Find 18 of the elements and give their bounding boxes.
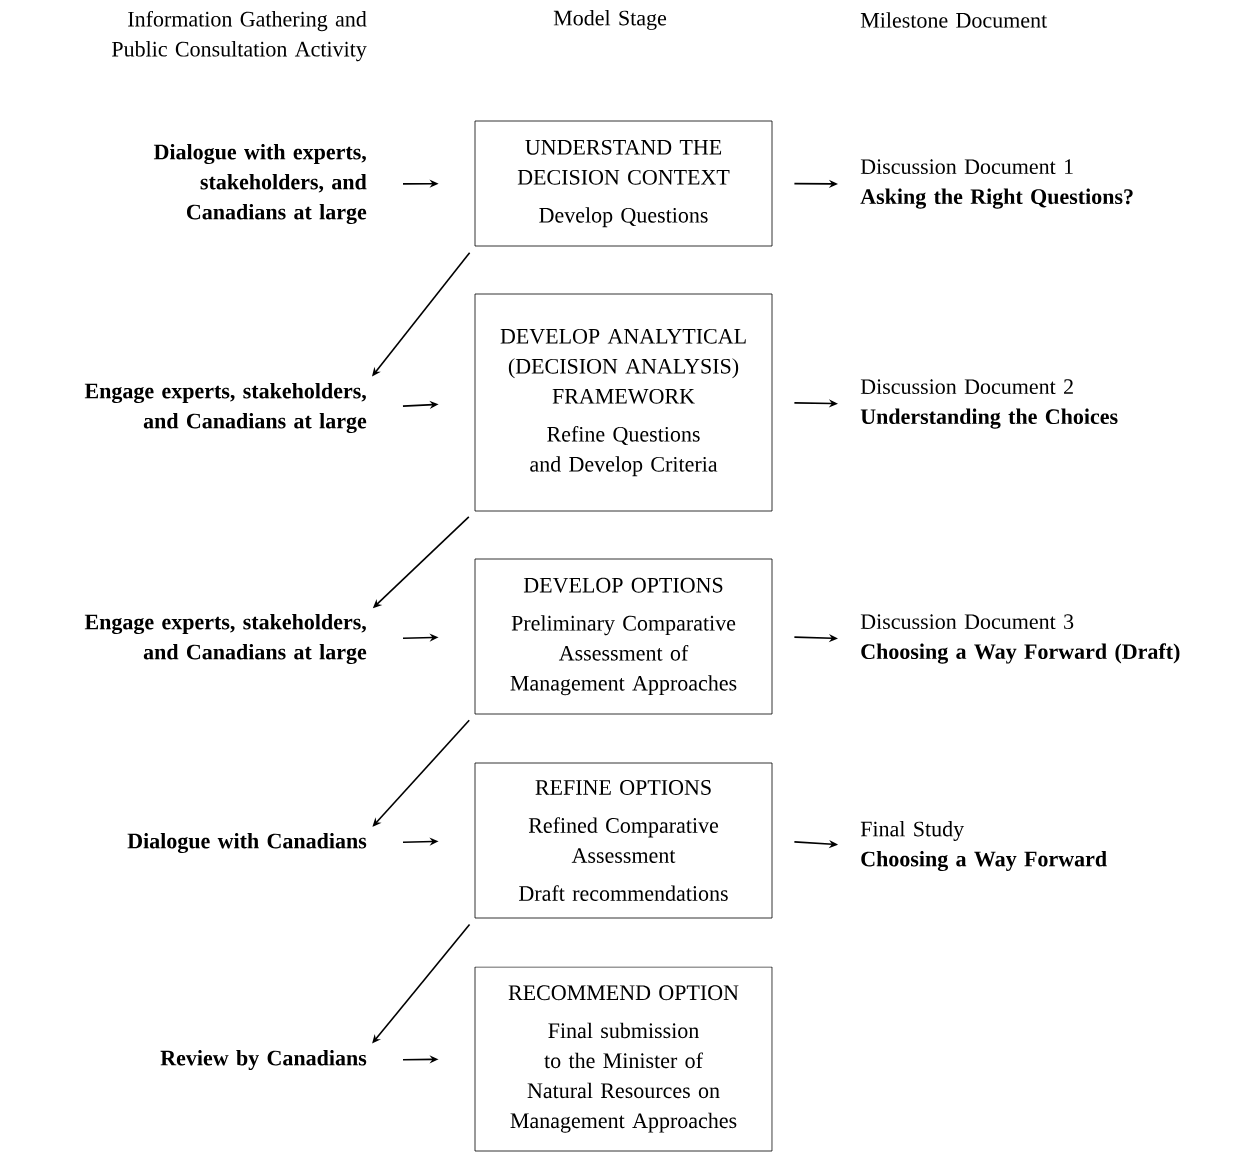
- stage-box: RECOMMEND OPTION Final submission to the Minister of Natural Resources on Management Approaches: [474, 966, 773, 1152]
- milestone-text: Discussion Document 1 Asking the Right Questions?: [860, 159, 1133, 209]
- column-heading: Milestone Document: [860, 12, 1048, 28]
- activity-text: Dialogue with experts, stakeholders, and Canadians at large: [153, 143, 367, 225]
- stage-box: UNDERSTAND THE DECISION CONTEXT Develop Questions: [474, 120, 773, 247]
- stage-box: REFINE OPTIONS Refined Comparative Assessment Draft recommendations: [474, 762, 773, 919]
- column-heading: Model Stage: [553, 10, 667, 30]
- activity-text: Dialogue with Canadians: [127, 832, 367, 854]
- milestone-text: Discussion Document 2 Understanding the Choices: [860, 379, 1118, 429]
- milestone-text: Discussion Document 3 Choosing a Way Forward (Draft): [860, 614, 1180, 664]
- activity-text: Engage experts, stakeholders, and Canadians at large: [84, 613, 367, 665]
- activity-text: Review by Canadians: [160, 1050, 367, 1070]
- milestone-text: Final Study Choosing a Way Forward: [860, 820, 1107, 872]
- column-heading: Information Gathering and Public Consultation Activity: [112, 10, 367, 62]
- stage-box: DEVELOP OPTIONS Preliminary Comparative Assessment of Management Approaches: [474, 558, 773, 715]
- diagonal-arrow: [372, 719, 471, 827]
- stage-box: DEVELOP ANALYTICAL (DECISION ANALYSIS) FRAMEWORK Refine Questions and Develop Criteria: [474, 293, 773, 512]
- activity-text: Engage experts, stakeholders, and Canadians at large: [84, 382, 367, 434]
